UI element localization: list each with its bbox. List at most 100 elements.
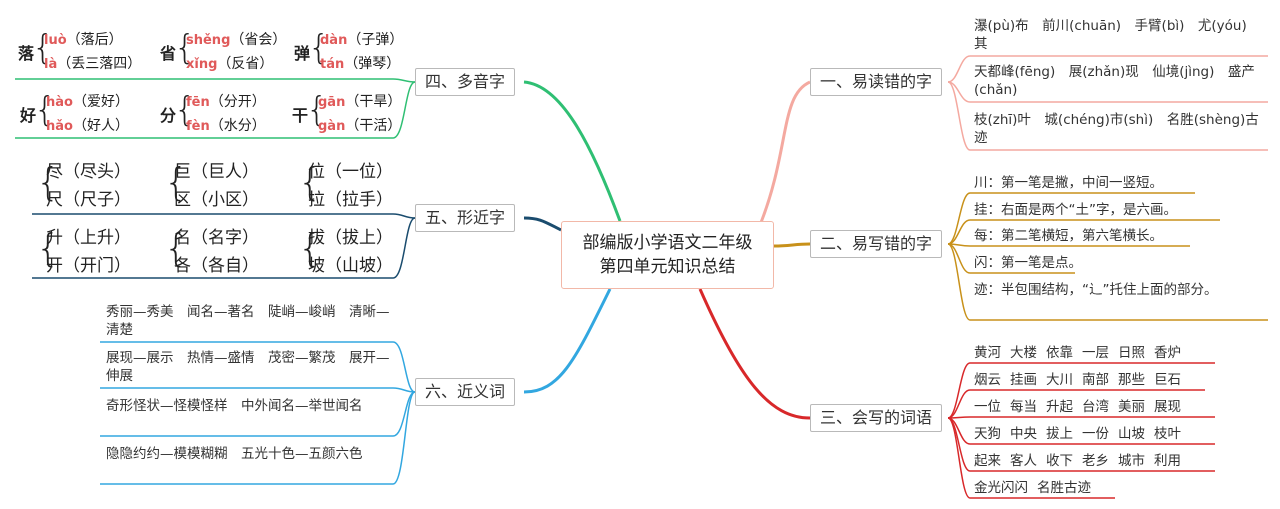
brace-icon: { bbox=[308, 28, 330, 68]
branch-polyphonic[interactable]: 四、多音字 bbox=[415, 68, 516, 96]
branch-writable-words[interactable]: 三、会写的词语 bbox=[810, 404, 943, 432]
poly-reading: xǐng（反省） bbox=[186, 53, 273, 73]
brace-icon: { bbox=[164, 226, 189, 270]
word-row: 金光闪闪名胜古迹 bbox=[972, 479, 1102, 497]
branch-misread-chars[interactable]: 一、易读错的字 bbox=[810, 68, 943, 96]
poly-char: 好 bbox=[20, 106, 37, 125]
branch-miswritten-chars[interactable]: 二、易写错的字 bbox=[810, 230, 943, 258]
word: 升起 bbox=[1046, 399, 1073, 415]
word: 起来 bbox=[974, 453, 1001, 469]
word: 一层 bbox=[1082, 345, 1109, 361]
similar-char: 巨（巨人） bbox=[174, 162, 259, 182]
brace-icon: { bbox=[174, 90, 196, 130]
similar-char: 拔（拔上） bbox=[308, 228, 393, 248]
word: 日照 bbox=[1118, 345, 1145, 361]
misread-item: 天都峰(fēng) 展(zhǎn)现 仙境(jìng) 盛产(chǎn) bbox=[974, 64, 1255, 98]
pinyin: gān bbox=[318, 95, 346, 110]
word: 一位 bbox=[974, 399, 1001, 415]
similar-char: 位（一位） bbox=[308, 162, 393, 182]
misread-item: 枝(zhī)叶 城(chéng)市(shì) 名胜(shèng)古迹 bbox=[974, 112, 1259, 146]
similar-char: 尽（尽头） bbox=[46, 162, 131, 182]
word: 利用 bbox=[1154, 453, 1181, 469]
brace-icon: { bbox=[164, 160, 189, 204]
word: 山坡 bbox=[1118, 426, 1145, 442]
example: （分开） bbox=[209, 94, 266, 110]
pinyin: xǐng bbox=[186, 57, 218, 72]
word-row: 天狗中央拔上一份山坡枝叶 bbox=[972, 425, 1192, 443]
example: （子弹） bbox=[347, 32, 404, 48]
synonym-item: 秀丽—秀美 闻名—著名 陡峭—峻峭 清晰—清楚 bbox=[106, 304, 390, 338]
pinyin: luò bbox=[44, 33, 67, 48]
central-topic-line1: 部编版小学语文二年级 bbox=[582, 233, 753, 253]
connector-b2 bbox=[773, 242, 811, 248]
pinyin: là bbox=[44, 57, 58, 72]
word: 大川 bbox=[1046, 372, 1073, 388]
poly-reading: hào（爱好） bbox=[46, 91, 129, 111]
word: 香炉 bbox=[1154, 345, 1181, 361]
pinyin: tán bbox=[320, 57, 345, 72]
word-row: 黄河大楼依靠一层日照香炉 bbox=[972, 344, 1192, 362]
word: 巨石 bbox=[1154, 372, 1181, 388]
example: （落后） bbox=[66, 32, 123, 48]
connector-b1 bbox=[758, 80, 811, 226]
word: 中央 bbox=[1010, 426, 1037, 442]
word: 大楼 bbox=[1010, 345, 1037, 361]
similar-char: 名（名字） bbox=[174, 228, 259, 248]
synonym-item: 奇形怪状—怪模怪样 中外闻名—举世闻名 bbox=[106, 398, 363, 414]
example: （反省） bbox=[217, 56, 274, 72]
brace-icon: { bbox=[306, 90, 328, 130]
brace-icon: { bbox=[298, 160, 323, 204]
brace-icon: { bbox=[36, 160, 61, 204]
word: 一份 bbox=[1082, 426, 1109, 442]
word: 烟云 bbox=[974, 372, 1001, 388]
pinyin: dàn bbox=[320, 33, 348, 48]
example: （水分） bbox=[209, 118, 266, 134]
pinyin: shěng bbox=[186, 33, 231, 48]
word: 名胜古迹 bbox=[1037, 480, 1091, 496]
pinyin: hǎo bbox=[46, 119, 73, 134]
poly-char: 落 bbox=[18, 44, 35, 63]
connector-b6 bbox=[523, 288, 612, 394]
similar-char: 区（小区） bbox=[174, 190, 259, 210]
brace-icon: { bbox=[32, 28, 54, 68]
poly-reading: fèn（水分） bbox=[186, 115, 266, 135]
connector-b3 bbox=[698, 288, 811, 420]
word: 美丽 bbox=[1118, 399, 1145, 415]
similar-char: 各（各自） bbox=[174, 256, 259, 276]
word: 台湾 bbox=[1082, 399, 1109, 415]
misread-item: 瀑(pù)布 前川(chuān) 手臂(bì) 尤(yóu)其 bbox=[974, 18, 1247, 52]
miswritten-item: 闪：第一笔是点。 bbox=[974, 255, 1082, 271]
pinyin: fèn bbox=[186, 119, 210, 134]
poly-reading: gān（干旱） bbox=[318, 91, 401, 111]
word: 枝叶 bbox=[1154, 426, 1181, 442]
pinyin: fēn bbox=[186, 95, 210, 110]
word: 依靠 bbox=[1046, 345, 1073, 361]
branch-synonyms[interactable]: 六、近义词 bbox=[415, 378, 516, 406]
branch-similar-shape[interactable]: 五、形近字 bbox=[415, 204, 516, 232]
poly-char: 弹 bbox=[294, 44, 311, 63]
word: 展现 bbox=[1154, 399, 1181, 415]
poly-reading: gàn（干活） bbox=[318, 115, 401, 135]
brace-icon: { bbox=[36, 226, 61, 270]
similar-char: 尺（尺子） bbox=[46, 190, 131, 210]
word: 金光闪闪 bbox=[974, 480, 1028, 496]
word-row: 一位每当升起台湾美丽展现 bbox=[972, 398, 1192, 416]
word-row: 起来客人收下老乡城市利用 bbox=[972, 452, 1192, 470]
miswritten-item: 川：第一笔是撇，中间一竖短。 bbox=[974, 175, 1163, 191]
word: 客人 bbox=[1010, 453, 1037, 469]
word: 拔上 bbox=[1046, 426, 1073, 442]
central-topic[interactable]: 部编版小学语文二年级 第四单元知识总结 bbox=[561, 221, 774, 289]
example: （爱好） bbox=[72, 94, 129, 110]
connector-b5 bbox=[523, 216, 562, 232]
word: 挂画 bbox=[1010, 372, 1037, 388]
example: （干旱） bbox=[345, 94, 402, 110]
miswritten-item: 挂：右面是两个“土”字，是六画。 bbox=[974, 202, 1177, 218]
connector-b4 bbox=[523, 80, 622, 222]
word: 城市 bbox=[1118, 453, 1145, 469]
synonym-item: 隐隐约约—模模糊糊 五光十色—五颜六色 bbox=[106, 446, 363, 462]
poly-reading: hǎo（好人） bbox=[46, 115, 129, 135]
word: 黄河 bbox=[974, 345, 1001, 361]
brace-icon: { bbox=[174, 28, 196, 68]
poly-reading: fēn（分开） bbox=[186, 91, 266, 111]
pinyin: hào bbox=[46, 95, 73, 110]
